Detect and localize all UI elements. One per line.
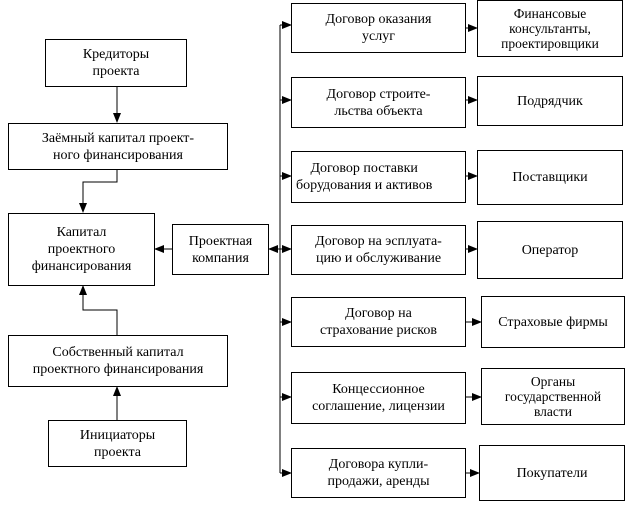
party-label-5: Страховые фирмы [498, 314, 608, 330]
contract-box-1: Договор оказания услуг [291, 3, 466, 53]
debt-capital-label: Заёмный капитал проект- ного финансирова… [41, 130, 195, 163]
creditors-label: Кредиторы проекта [82, 47, 150, 79]
arrow-equity-to-capital [79, 285, 118, 335]
party-box-6: Органы государственной власти [481, 368, 625, 425]
contract-box-7: Договора купли- продажи, аренды [291, 448, 466, 498]
contract-box-4: Договор на эсплуата- цию и обслуживание [291, 225, 466, 275]
contract-label-1: Договор оказания услуг [325, 12, 432, 44]
arrow-debt-to-capital [79, 170, 118, 213]
contract-box-2: Договор строите- льства объекта [291, 77, 466, 128]
party-box-4: Оператор [477, 221, 623, 279]
party-label-7: Покупатели [516, 465, 588, 481]
project-capital-label: Капитал проектного финансирования [31, 225, 132, 274]
party-label-4: Оператор [521, 242, 579, 258]
contract-box-6: Концессионное соглашение, лицензии [291, 372, 466, 424]
contract-label-4: Договор на эсплуата- цию и обслуживание [315, 234, 442, 266]
initiators-label: Инициаторы проекта [79, 427, 156, 460]
contract-label-7: Договора купли- продажи, аренды [327, 457, 430, 489]
project-company-label: Проектная компания [188, 233, 253, 266]
equity-capital-label: Собственный капитал проектного финансиро… [32, 345, 204, 377]
creditors-box: Кредиторы проекта [45, 39, 187, 87]
party-label-3: Поставщики [512, 170, 588, 185]
party-box-1: Финансовые консультанты, проектировщики [477, 0, 623, 57]
project-capital-box: Капитал проектного финансирования [8, 213, 155, 286]
party-box-7: Покупатели [479, 445, 625, 501]
contract-box-3: Договор поставки борудования и активов [291, 151, 466, 203]
contract-label-5: Договор на страхование рисков [320, 306, 437, 338]
contract-label-6: Концессионное соглашение, лицензии [312, 382, 445, 414]
party-label-2: Подрядчик [517, 93, 583, 109]
initiators-box: Инициаторы проекта [48, 420, 187, 467]
party-box-3: Поставщики [477, 150, 623, 205]
party-label-1: Финансовые консультанты, проектировщики [501, 6, 599, 51]
debt-capital-box: Заёмный капитал проект- ного финансирова… [8, 123, 228, 170]
party-label-6: Органы государственной власти [504, 374, 602, 419]
contract-box-5: Договор на страхование рисков [291, 297, 466, 347]
party-box-5: Страховые фирмы [481, 296, 625, 348]
contract-label-2: Договор строите- льства объекта [326, 86, 431, 119]
equity-capital-box: Собственный капитал проектного финансиро… [8, 335, 228, 387]
contract-label-3: Договор поставки борудования и активов [296, 161, 433, 193]
project-company-box: Проектная компания [172, 224, 269, 275]
party-box-2: Подрядчик [477, 76, 623, 126]
